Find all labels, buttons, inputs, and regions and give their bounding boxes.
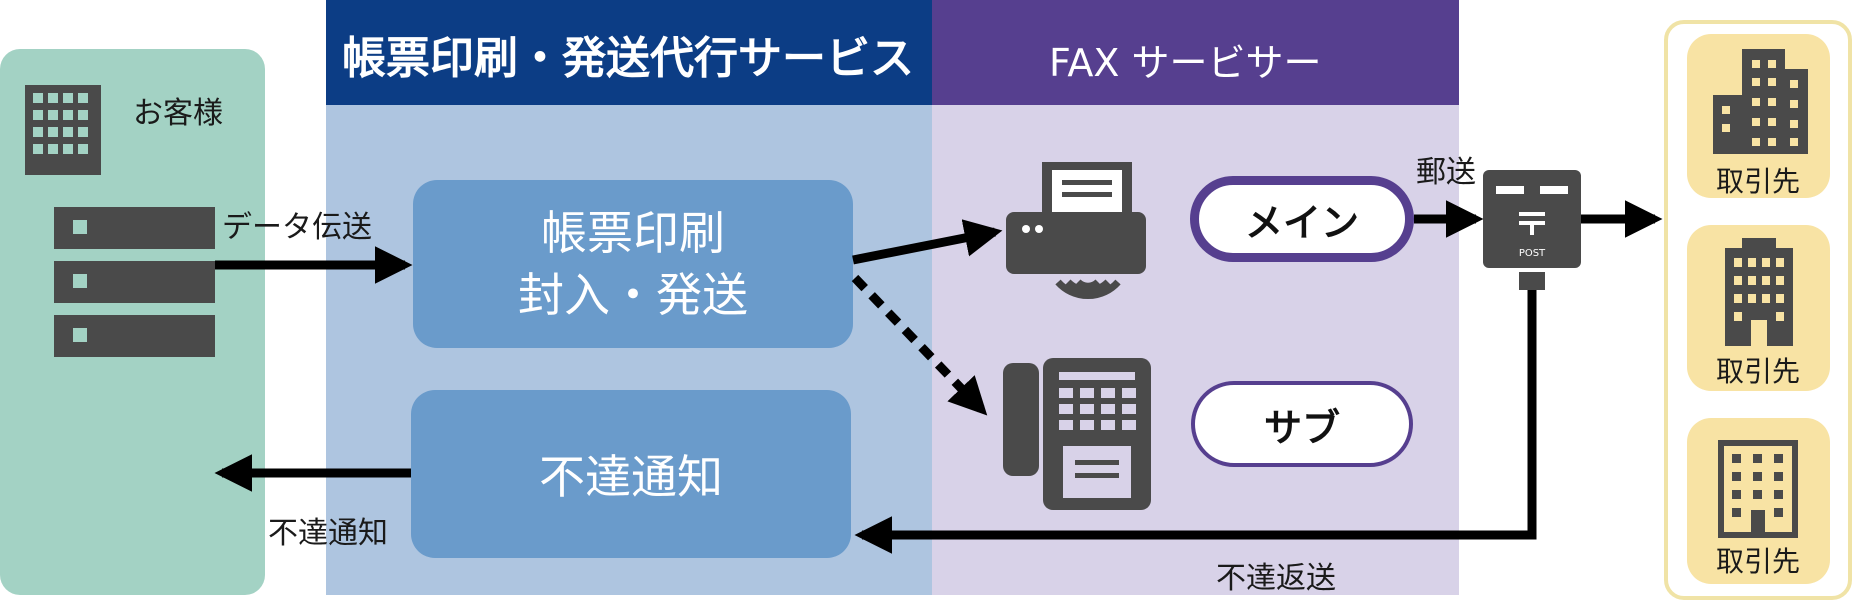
sub-route-label: サブ bbox=[1263, 405, 1340, 450]
sub-route-pill: サブ bbox=[1191, 381, 1413, 467]
data-transfer-label: データ伝送 bbox=[222, 210, 372, 245]
print-process-box: 帳票印刷 封入・発送 bbox=[413, 180, 853, 348]
service-title: 帳票印刷・発送代行サービス bbox=[342, 33, 914, 84]
main-route-label: メイン bbox=[1244, 200, 1359, 245]
return-line bbox=[854, 290, 1537, 554]
print-process-line1: 帳票印刷 bbox=[541, 206, 725, 260]
service-header bbox=[326, 0, 932, 105]
tall-building-icon bbox=[1725, 238, 1793, 346]
main-route-pill: メイン bbox=[1190, 176, 1414, 262]
flow-arrows bbox=[214, 200, 1663, 554]
undeliverable-return-label: 不達返送 bbox=[1216, 561, 1336, 596]
partner-label-1: 取引先 bbox=[1716, 165, 1801, 198]
print-to-printer-arrow bbox=[852, 219, 1003, 265]
partner-label-3: 取引先 bbox=[1716, 545, 1801, 578]
building-icon bbox=[25, 85, 101, 175]
mail-label: 郵送 bbox=[1416, 155, 1476, 190]
fax-vendor-title: FAX サービサー bbox=[1049, 41, 1322, 85]
printer-icon bbox=[1006, 162, 1146, 299]
apartment-building-icon bbox=[1718, 440, 1798, 538]
undeliverable-notice-label: 不達通知 bbox=[268, 516, 388, 551]
server-icon bbox=[54, 207, 215, 357]
fax-machine-icon bbox=[1003, 358, 1151, 510]
office-building-icon bbox=[1713, 49, 1808, 154]
customer-label: お客様 bbox=[133, 96, 223, 131]
partner-label-2: 取引先 bbox=[1716, 355, 1801, 388]
fax-header bbox=[932, 0, 1459, 105]
notice-process-box: 不達通知 bbox=[411, 390, 851, 558]
print-to-fax-arrow bbox=[851, 274, 988, 416]
print-process-line2: 封入・発送 bbox=[518, 268, 748, 322]
post-icon-text: POST bbox=[1519, 248, 1546, 259]
notice-process-label: 不達通知 bbox=[539, 450, 723, 504]
post-box-icon: POST bbox=[1483, 170, 1581, 290]
